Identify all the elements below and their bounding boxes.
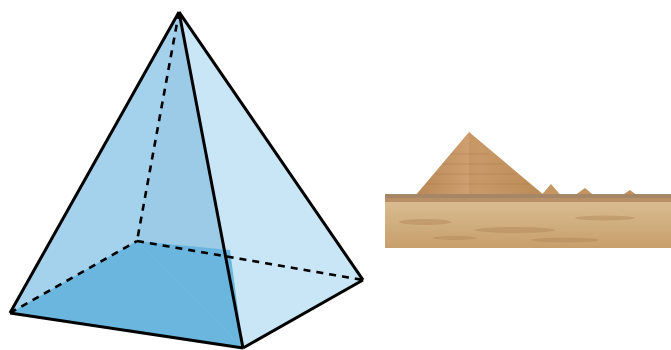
hidden-edge-base-left [9, 239, 138, 315]
pyramid-diagram [8, 11, 365, 350]
edge-apex-left [8, 11, 181, 314]
pyramids-photo [385, 130, 671, 248]
photo-horizon [385, 194, 671, 204]
photo-sand [385, 202, 671, 248]
edge-apex-front [177, 11, 245, 349]
pyramid-right-face [179, 12, 363, 348]
pyramid-base-region-2 [137, 241, 243, 348]
edge-apex-right [177, 11, 365, 281]
edge-base-front-right [242, 278, 364, 350]
edge-base-front-left [9, 311, 244, 350]
